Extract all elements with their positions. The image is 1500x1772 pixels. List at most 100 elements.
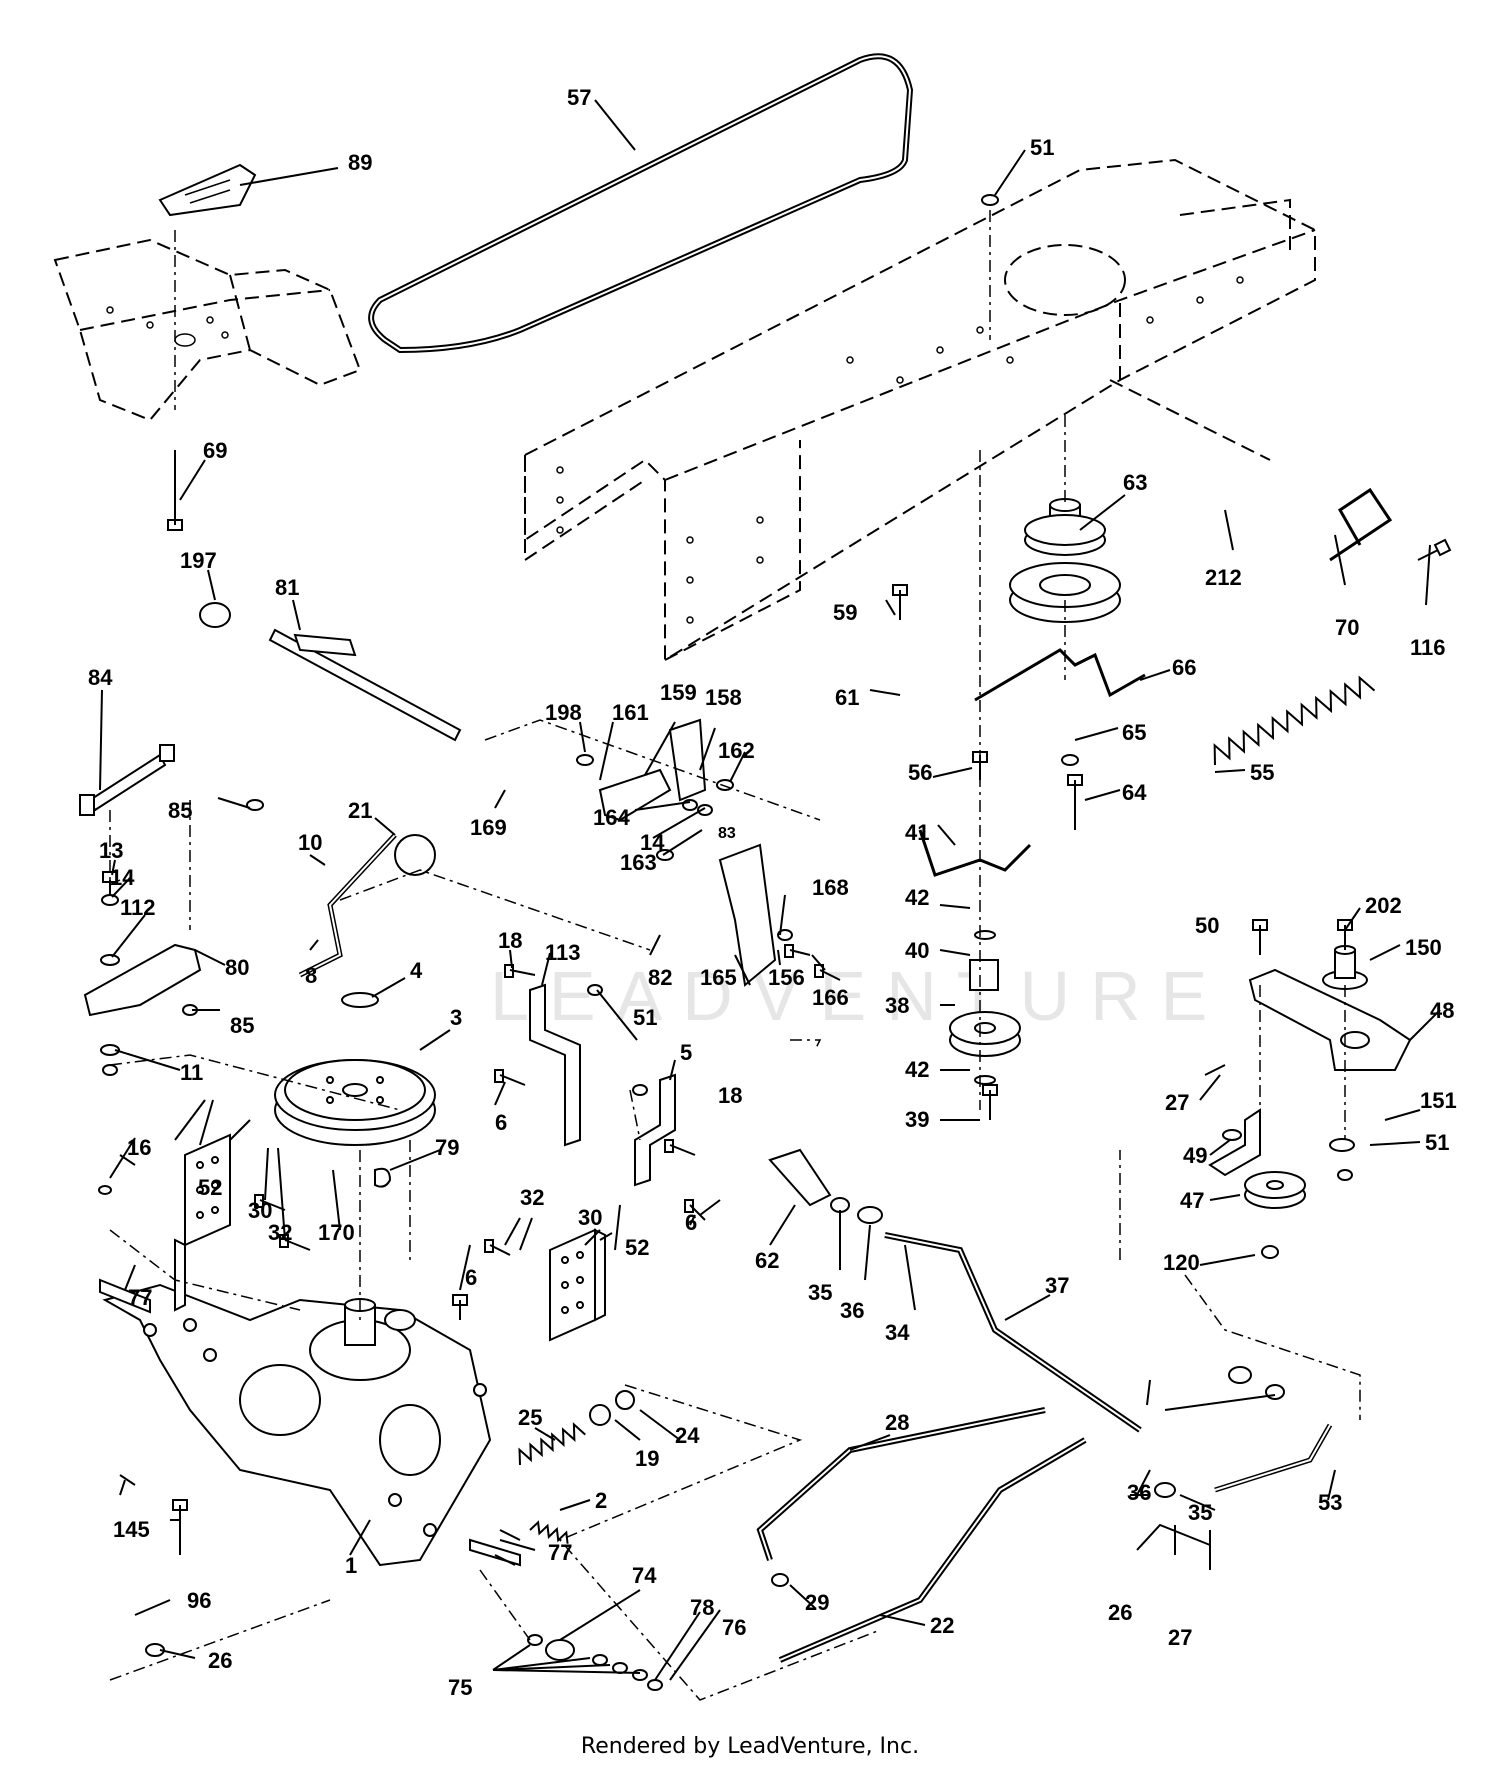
label-66: 66 (1172, 655, 1196, 680)
label-48: 48 (1430, 998, 1454, 1023)
label-6: 6 (495, 1110, 507, 1135)
label-170: 170 (318, 1220, 355, 1245)
label-116: 116 (1410, 635, 1446, 660)
label-11: 11 (180, 1060, 203, 1085)
rod-34 (884, 1232, 1142, 1433)
fender-outline (53, 238, 362, 422)
label-81: 81 (275, 575, 299, 600)
bracket-right (549, 1228, 606, 1342)
label-113: 113 (545, 940, 581, 965)
transmission-pulley (274, 1059, 436, 1146)
label-164: 164 (593, 805, 630, 830)
label-56: 56 (908, 760, 932, 785)
frame-holes (556, 276, 1244, 624)
label-42b: 42 (905, 1057, 929, 1082)
pivot-shaft (199, 602, 462, 742)
fasteners (98, 194, 1452, 1691)
label-61: 61 (835, 685, 859, 710)
label-39: 39 (905, 1107, 929, 1132)
rod-66 (974, 648, 1146, 702)
label-57: 57 (567, 85, 591, 110)
label-212: 212 (1205, 565, 1242, 590)
label-62: 62 (755, 1248, 779, 1273)
label-3: 3 (450, 1005, 462, 1030)
label-14b: 14 (640, 830, 665, 855)
retaining-ring (341, 992, 379, 1008)
label-63: 63 (1123, 470, 1147, 495)
label-69: 69 (203, 438, 227, 463)
label-76: 76 (722, 1615, 746, 1640)
label-1: 1 (345, 1553, 357, 1578)
wire-70 (1329, 487, 1393, 562)
label-27b: 27 (1168, 1625, 1192, 1650)
label-120: 120 (1163, 1250, 1200, 1275)
spacer-150 (1322, 945, 1368, 990)
wire-41 (918, 829, 1032, 877)
bracket-80 (83, 943, 202, 1017)
label-77: 77 (128, 1285, 152, 1310)
label-145: 145 (113, 1517, 150, 1542)
bracket-113 (529, 983, 581, 1147)
label-80: 80 (225, 955, 249, 980)
label-27: 27 (1165, 1090, 1189, 1115)
label-30: 30 (248, 1198, 272, 1223)
label-151: 151 (1420, 1088, 1457, 1113)
label-36b: 36 (1127, 1480, 1151, 1505)
label-36: 36 (840, 1298, 864, 1323)
label-159: 159 (660, 680, 697, 705)
label-79: 79 (435, 1135, 459, 1160)
label-55: 55 (1250, 760, 1274, 785)
label-22: 22 (930, 1613, 954, 1638)
bracket-49 (1208, 1108, 1261, 1177)
idler-pulley (949, 930, 1021, 1085)
label-83: 83 (718, 825, 736, 842)
label-40: 40 (905, 938, 929, 963)
label-198: 198 (545, 700, 582, 725)
drive-belt (368, 53, 914, 354)
label-112: 112 (120, 895, 156, 920)
label-29: 29 (805, 1590, 829, 1615)
label-28: 28 (885, 1410, 909, 1435)
label-165: 165 (700, 965, 737, 990)
bracket-165 (718, 843, 777, 987)
spring-25 (518, 1422, 586, 1466)
spring-2 (529, 1520, 569, 1544)
label-32: 32 (268, 1220, 292, 1245)
label-42: 42 (905, 885, 929, 910)
label-75: 75 (448, 1675, 472, 1700)
label-169: 169 (470, 815, 507, 840)
label-35: 35 (808, 1280, 832, 1305)
label-52: 52 (198, 1175, 222, 1200)
footer-credit: Rendered by LeadVenture, Inc. (580, 1734, 920, 1759)
label-26b: 26 (1108, 1600, 1132, 1625)
label-5: 5 (680, 1040, 692, 1065)
spring-55 (1213, 675, 1376, 766)
label-78: 78 (690, 1595, 714, 1620)
label-25: 25 (518, 1405, 542, 1430)
label-8: 8 (305, 963, 317, 988)
label-65: 65 (1122, 720, 1146, 745)
key (374, 1167, 392, 1188)
label-2: 2 (595, 1488, 607, 1513)
label-89: 89 (348, 150, 372, 175)
label-163: 163 (620, 850, 657, 875)
brake-shaft (79, 744, 175, 816)
label-51: 51 (1030, 135, 1054, 160)
bracket-158 (668, 718, 707, 802)
label-16: 16 (127, 1135, 151, 1160)
label-30b: 30 (578, 1205, 602, 1230)
transaxle (99, 1278, 521, 1567)
label-18b: 18 (718, 1083, 742, 1108)
bracket-48 (1248, 968, 1412, 1071)
label-38: 38 (885, 993, 909, 1018)
frame-outline (524, 158, 1316, 662)
label-202: 202 (1365, 893, 1402, 918)
label-168: 168 (812, 875, 849, 900)
label-74: 74 (632, 1563, 657, 1588)
label-59: 59 (833, 600, 857, 625)
label-26: 26 (208, 1648, 232, 1673)
label-156: 156 (768, 965, 805, 990)
sleeve-62 (768, 1148, 832, 1207)
bracket-5 (634, 1073, 676, 1187)
label-34: 34 (885, 1320, 910, 1345)
